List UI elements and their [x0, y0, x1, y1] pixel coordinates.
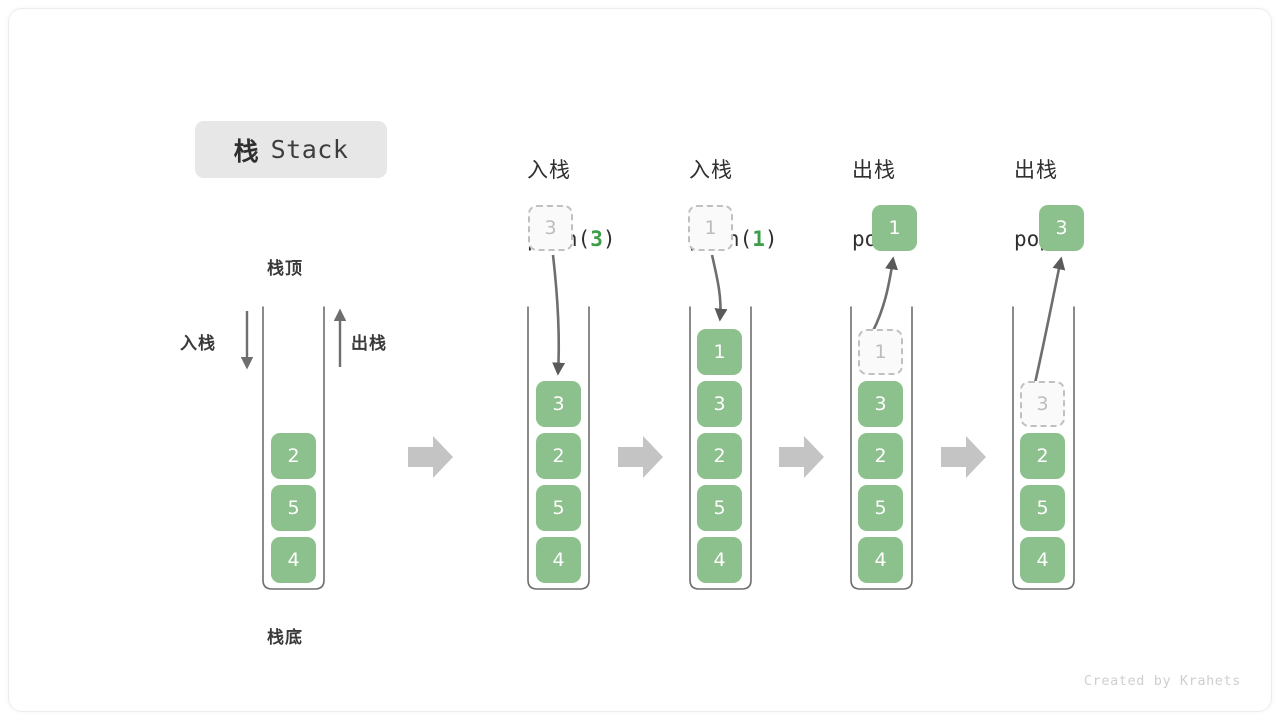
- stack-cell: 2: [858, 433, 903, 479]
- vacated-ghost-cell: 1: [858, 329, 903, 375]
- header-operation-cn: 入栈: [689, 158, 733, 182]
- stack-cell: 4: [697, 537, 742, 583]
- incoming-ghost-cell: 1: [688, 205, 733, 251]
- popped-cell: 3: [1039, 205, 1084, 251]
- stack-cell: 2: [1020, 433, 1065, 479]
- header-operation-cn: 入栈: [527, 158, 571, 182]
- stack-cell: 5: [271, 485, 316, 531]
- vacated-ghost-cell: 3: [1020, 381, 1065, 427]
- stack-cell: 5: [1020, 485, 1065, 531]
- code-arg: 1: [752, 227, 765, 251]
- stack-cell: 2: [697, 433, 742, 479]
- header-operation-cn: 出栈: [852, 158, 896, 182]
- code-post: ): [602, 227, 616, 251]
- stack-cell: 4: [536, 537, 581, 583]
- diagram-artwork: [240, 254, 1075, 590]
- stack-cell: 5: [697, 485, 742, 531]
- push-side-label: 入栈: [180, 334, 216, 354]
- stack-cell: 5: [858, 485, 903, 531]
- diagram-card: 栈 Stack 栈顶 栈底 入栈 出栈 入栈 push(3) 入栈 push(1…: [8, 8, 1272, 712]
- stack-cell: 4: [1020, 537, 1065, 583]
- stack-cell: 2: [536, 433, 581, 479]
- incoming-ghost-cell: 3: [528, 205, 573, 251]
- step-arrow-4: [941, 436, 986, 478]
- step-arrow-1: [408, 436, 453, 478]
- popped-cell: 1: [872, 205, 917, 251]
- stack-cell: 5: [536, 485, 581, 531]
- pop-side-label: 出栈: [351, 334, 387, 354]
- title-badge: 栈 Stack: [195, 121, 387, 178]
- stack-cell: 4: [271, 537, 316, 583]
- stack-bottom-label: 栈底: [267, 628, 303, 648]
- stack-cell: 3: [536, 381, 581, 427]
- header-operation-cn: 出栈: [1014, 158, 1058, 182]
- stack-cell: 2: [271, 433, 316, 479]
- title-cn: 栈: [233, 136, 260, 166]
- stack-cell: 1: [697, 329, 742, 375]
- stack-top-label: 栈顶: [267, 259, 303, 279]
- code-arg: 3: [590, 227, 603, 251]
- credit-footer: Created by Krahets: [1083, 673, 1241, 689]
- stack-cell: 3: [858, 381, 903, 427]
- step-arrow-3: [779, 436, 824, 478]
- code-post: ): [764, 227, 778, 251]
- title-en: Stack: [270, 135, 349, 164]
- step-arrow-2: [618, 436, 663, 478]
- stack-cell: 4: [858, 537, 903, 583]
- stack-cell: 3: [697, 381, 742, 427]
